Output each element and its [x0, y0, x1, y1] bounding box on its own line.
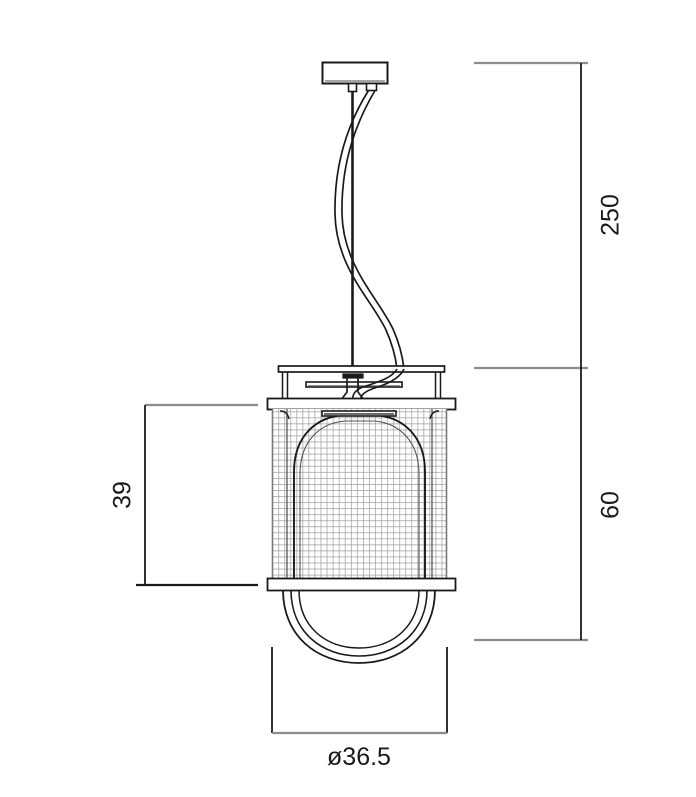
top-ring-band — [266, 397, 457, 411]
bottom-ring-band — [266, 577, 457, 592]
top-ring — [266, 397, 457, 411]
dimension-bottom-diameter: ø36.5 — [271, 647, 448, 771]
rod-collar — [347, 82, 358, 93]
canopy-body — [321, 61, 389, 85]
dimension-left-39: 39 — [109, 403, 258, 587]
cage-corner-left — [279, 410, 290, 420]
dimension-right-chain: 250 60 — [474, 61, 625, 642]
dimension-label-diameter: ø36.5 — [327, 743, 391, 771]
top-plate — [277, 365, 446, 373]
socket-bracket — [305, 381, 403, 388]
dome-arc-middle — [290, 589, 428, 657]
power-cord — [334, 90, 405, 370]
glass-diffuser — [279, 409, 440, 581]
socket-body — [340, 378, 365, 401]
dimension-label-39: 39 — [109, 481, 137, 509]
glass-inner-offset — [299, 420, 420, 581]
bottom-ring — [266, 577, 457, 592]
socket-cap — [342, 373, 364, 379]
ceiling-canopy — [321, 61, 389, 93]
dimension-label-250: 250 — [597, 194, 625, 236]
mesh-cage — [271, 409, 448, 581]
cord-to-socket-outer — [352, 368, 398, 401]
cage-corner-right — [429, 410, 440, 420]
cord-collar — [365, 82, 378, 92]
mesh-fill — [272, 409, 447, 581]
cord-outer-edge — [334, 90, 398, 370]
dimension-label-60: 60 — [597, 491, 625, 519]
dome-arc-inner — [298, 589, 420, 649]
dome-arc-outer — [282, 589, 436, 664]
cord-to-socket-inner — [360, 368, 405, 401]
lamp-socket — [305, 368, 405, 401]
bottom-dome — [282, 589, 436, 664]
top-plate-assembly — [277, 365, 446, 400]
cord-inner-edge — [341, 90, 405, 370]
